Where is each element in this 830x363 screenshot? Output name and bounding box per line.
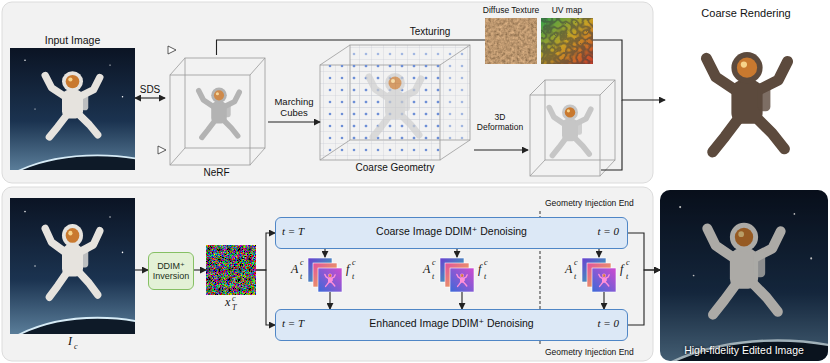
texture-image: Diffuse Texture: [485, 18, 537, 64]
edge-label: Texturing: [410, 26, 451, 38]
output-image: High-fidelity Edited Image: [660, 190, 828, 361]
math-subscript: t: [352, 272, 354, 281]
coarse-rendering-figure: [706, 52, 787, 152]
connector-arrow: [217, 40, 486, 55]
math-symbol: f: [478, 263, 481, 277]
timestep-label: t = T: [282, 218, 304, 245]
image-heading: Input Image: [45, 34, 100, 46]
texture-image: UV map: [541, 18, 593, 64]
deformation-arrow: [474, 149, 528, 150]
ic-photo: [0, 198, 216, 363]
connector-arrow: [135, 97, 165, 98]
geometry-grid: Coarse Geometry: [320, 45, 470, 160]
connector-arrow: [628, 233, 660, 270]
connector-arrow: [256, 270, 275, 325]
nerf-volume: NeRF: [165, 55, 268, 165]
uv-map-cells: [541, 18, 593, 64]
math-symbol: f: [620, 263, 623, 277]
timestep-label: t = T: [282, 310, 304, 337]
feature-stack: [308, 258, 342, 292]
math-subscript: t: [574, 272, 576, 281]
marker-label: Geometry Injection End: [545, 348, 634, 358]
connector-arrow: [256, 233, 275, 270]
connector-arrow: [593, 40, 665, 100]
math-superscript: c: [352, 258, 356, 267]
image-frame: Ic: [10, 198, 135, 334]
deformed-figure: [549, 104, 591, 155]
mesh-to-render-wire: [601, 100, 622, 170]
denoising-band: t = T Enhanced Image DDIM⁺ Denoising t = 0: [275, 309, 628, 341]
image-frame: Input Image: [10, 48, 135, 170]
math-superscript: c: [300, 258, 304, 267]
math-subscript: c: [74, 342, 78, 351]
nerf-figure: [199, 88, 240, 138]
math-symbol: x: [225, 296, 230, 310]
math-symbol: A: [291, 263, 298, 277]
diffuse-texture-image: [485, 18, 537, 64]
coarse-geometry-figure: [369, 73, 421, 137]
image-heading: Coarse Rendering: [701, 7, 790, 20]
edge-label: SDS: [140, 84, 161, 96]
math-subscript: t: [484, 272, 486, 281]
connector-arrow: [194, 269, 206, 270]
connector-arrow: [135, 269, 148, 270]
math-subscript: t: [626, 272, 628, 281]
step-label: 3D Deformation: [472, 113, 528, 133]
connector-arrow: [268, 121, 320, 122]
grid-label: Coarse Geometry: [356, 162, 435, 174]
texture-label: Diffuse Texture: [483, 6, 539, 16]
math-symbol: A: [565, 263, 572, 277]
noise-latent: [206, 245, 256, 295]
edge-label: Marching Cubes: [269, 97, 319, 119]
noise-image: xTc: [206, 245, 256, 295]
math-superscript: c: [574, 258, 578, 267]
math-superscript: c: [232, 294, 236, 303]
band-label: Enhanced Image DDIM⁺ Denoising: [369, 310, 533, 337]
image-caption: High-fidelity Edited Image: [684, 344, 804, 356]
math-superscript: c: [432, 258, 436, 267]
volume-label: NeRF: [203, 167, 229, 179]
feature-stack: [440, 258, 474, 292]
process-box: DDIM⁺ Inversion: [148, 252, 194, 290]
denoising-band: t = T Coarse Image DDIM⁺ Denoising t = 0: [275, 217, 628, 249]
connector-arrow: [628, 270, 660, 325]
feature-stack: [582, 258, 616, 292]
texture-label: UV map: [552, 6, 583, 16]
timestep-label: t = 0: [598, 310, 619, 337]
math-superscript: c: [626, 258, 630, 267]
uv-map-image: [541, 18, 593, 64]
math-subscript: t: [432, 272, 434, 281]
math-symbol: I: [68, 335, 72, 349]
math-symbol: A: [423, 263, 430, 277]
deformed-mesh-drawing: [530, 80, 615, 176]
timestep-label: t = 0: [598, 218, 619, 245]
edited-photo: [660, 190, 828, 361]
math-subscript: T: [232, 303, 236, 312]
injection-arrows: [325, 248, 604, 309]
math-symbol: f: [346, 263, 349, 277]
marker-label: Geometry Injection End: [545, 199, 634, 209]
coarse-geometry-drawing: [320, 45, 470, 160]
math-superscript: c: [484, 258, 488, 267]
process-label: DDIM⁺ Inversion: [152, 261, 190, 282]
band-label: Coarse Image DDIM⁺ Denoising: [376, 218, 527, 245]
math-subscript: t: [300, 272, 302, 281]
camera-icons: [158, 46, 176, 154]
render-image: Coarse Rendering: [665, 22, 827, 182]
nerf-volume-drawing: [170, 58, 265, 165]
